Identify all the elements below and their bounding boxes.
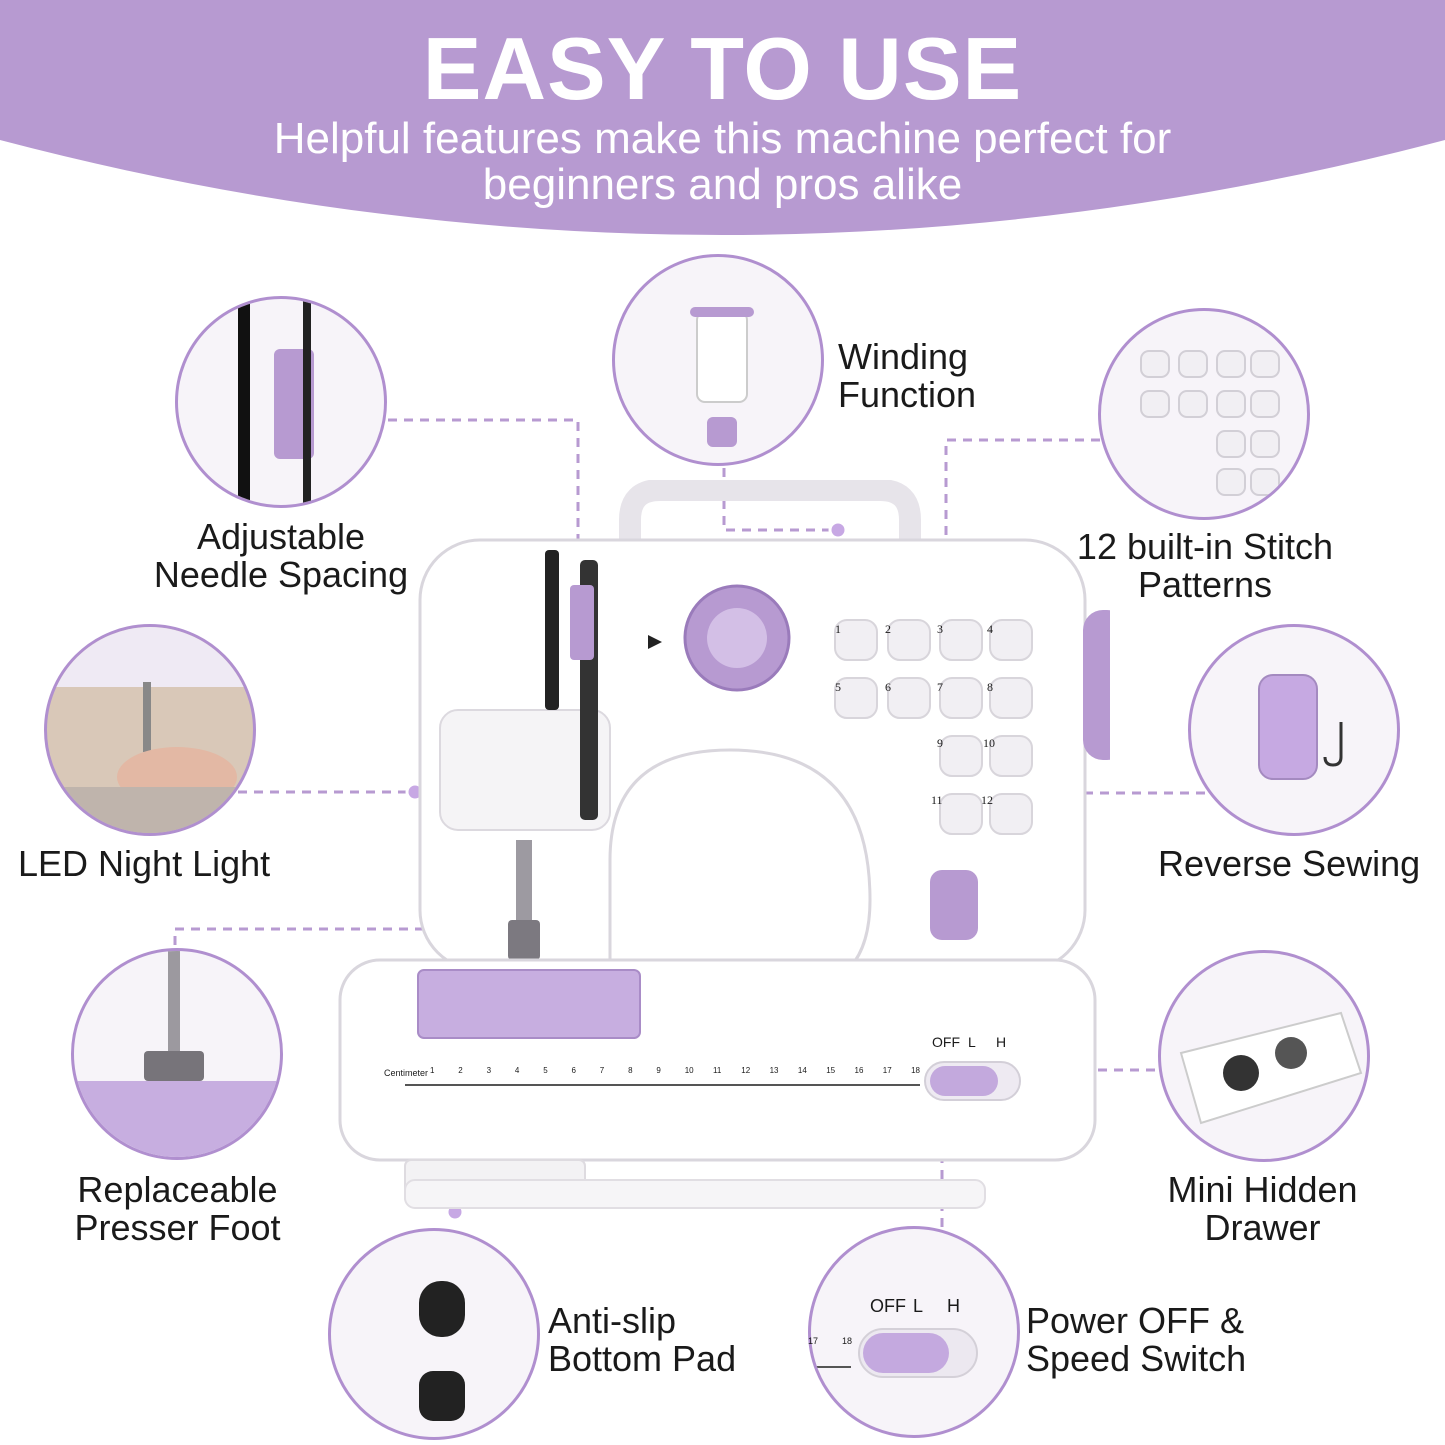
reverse-sewing-image — [1188, 624, 1400, 836]
stitch-number: 5 — [835, 680, 841, 694]
header-banner — [0, 0, 1445, 235]
subtitle-line-2: beginners and pros alike — [482, 160, 963, 209]
led-light-label: LED Night Light — [18, 843, 271, 884]
ruler-number: 10 — [684, 1066, 694, 1075]
drawer-icon — [1179, 1011, 1363, 1125]
rubber-pad-icon — [419, 1281, 465, 1421]
ruler-number: 14 — [797, 1066, 807, 1075]
stitch-number: 3 — [937, 622, 943, 636]
presser-foot-label: Replaceable Presser Foot — [74, 1169, 281, 1248]
winding-image — [612, 254, 824, 466]
subtitle-line-1: Helpful features make this machine perfe… — [273, 114, 1172, 163]
switch-off-label: OFF — [932, 1034, 960, 1050]
stitch-number: 10 — [983, 736, 995, 750]
ruler-number: 6 — [571, 1066, 576, 1075]
ruler-number: 17 — [882, 1066, 892, 1075]
ruler-number: 11 — [713, 1066, 722, 1075]
stitch-number: 4 — [987, 622, 993, 636]
stitch-patterns-image — [1098, 308, 1310, 520]
presser-foot-icon — [74, 951, 280, 1157]
zoom-ruler-17: 17 — [808, 1336, 819, 1346]
ruler-number: 13 — [769, 1066, 779, 1075]
stitch-number: 9 — [937, 736, 943, 750]
ruler-number: 5 — [543, 1066, 548, 1075]
needle-spacing-label: Adjustable Needle Spacing — [153, 516, 409, 595]
zoom-switch-l: L — [913, 1296, 924, 1316]
bobbin-icon — [690, 307, 754, 447]
ruler-number: 2 — [458, 1066, 463, 1075]
zoom-ruler-18: 18 — [842, 1336, 853, 1346]
bottom-pad-label: Anti-slip Bottom Pad — [548, 1300, 737, 1379]
led-light-icon — [47, 627, 253, 833]
presser-foot-image — [71, 948, 283, 1160]
ruler-number: 7 — [599, 1066, 605, 1075]
reverse-lever-icon — [1258, 674, 1343, 780]
ruler-number: 16 — [854, 1066, 864, 1075]
switch-h-label: H — [996, 1034, 1007, 1050]
stitch-grid-icon — [1140, 350, 1280, 496]
ruler-number: 4 — [514, 1066, 520, 1075]
zoom-switch-h: H — [947, 1296, 960, 1316]
ruler-label: Centimeter — [384, 1068, 429, 1078]
ruler-number: 9 — [656, 1066, 661, 1075]
ruler-number: 18 — [911, 1066, 920, 1075]
sewing-machine — [338, 480, 1110, 1209]
stitch-number: 12 — [981, 793, 993, 807]
ruler-number: 15 — [826, 1066, 836, 1075]
switch-l-label: L — [968, 1034, 976, 1050]
power-switch-image — [808, 1226, 1020, 1438]
stitch-number: 6 — [885, 680, 891, 694]
ruler-number: 1 — [430, 1066, 435, 1075]
needle-spacing-image — [175, 296, 387, 508]
stitch-number: 8 — [987, 680, 993, 694]
stitch-number: 11 — [931, 793, 943, 807]
power-switch-label: Power OFF & Speed Switch — [1026, 1300, 1247, 1379]
page-subtitle: Helpful features make this machine perfe… — [0, 116, 1445, 208]
hidden-drawer-image — [1158, 950, 1370, 1162]
stitch-number: 7 — [937, 680, 943, 694]
stitch-number: 1 — [835, 622, 841, 636]
winding-label: Winding Function — [838, 336, 977, 415]
stitch-number: 2 — [885, 622, 891, 636]
ruler-number: 12 — [741, 1066, 751, 1075]
reverse-sewing-label: Reverse Sewing — [1158, 843, 1421, 884]
page-title: EASY TO USE — [422, 19, 1023, 118]
needle-spacing-icon — [238, 299, 314, 505]
ruler-number: 3 — [486, 1066, 492, 1075]
ruler-number: 8 — [628, 1066, 633, 1075]
stitch-patterns-label: 12 built-in Stitch Patterns — [1076, 526, 1334, 605]
bottom-pad-image — [328, 1228, 540, 1440]
hidden-drawer-label: Mini Hidden Drawer — [1167, 1169, 1358, 1248]
zoom-switch-off: OFF — [870, 1296, 906, 1316]
power-switch-icon — [815, 1328, 978, 1378]
led-light-image — [44, 624, 256, 836]
